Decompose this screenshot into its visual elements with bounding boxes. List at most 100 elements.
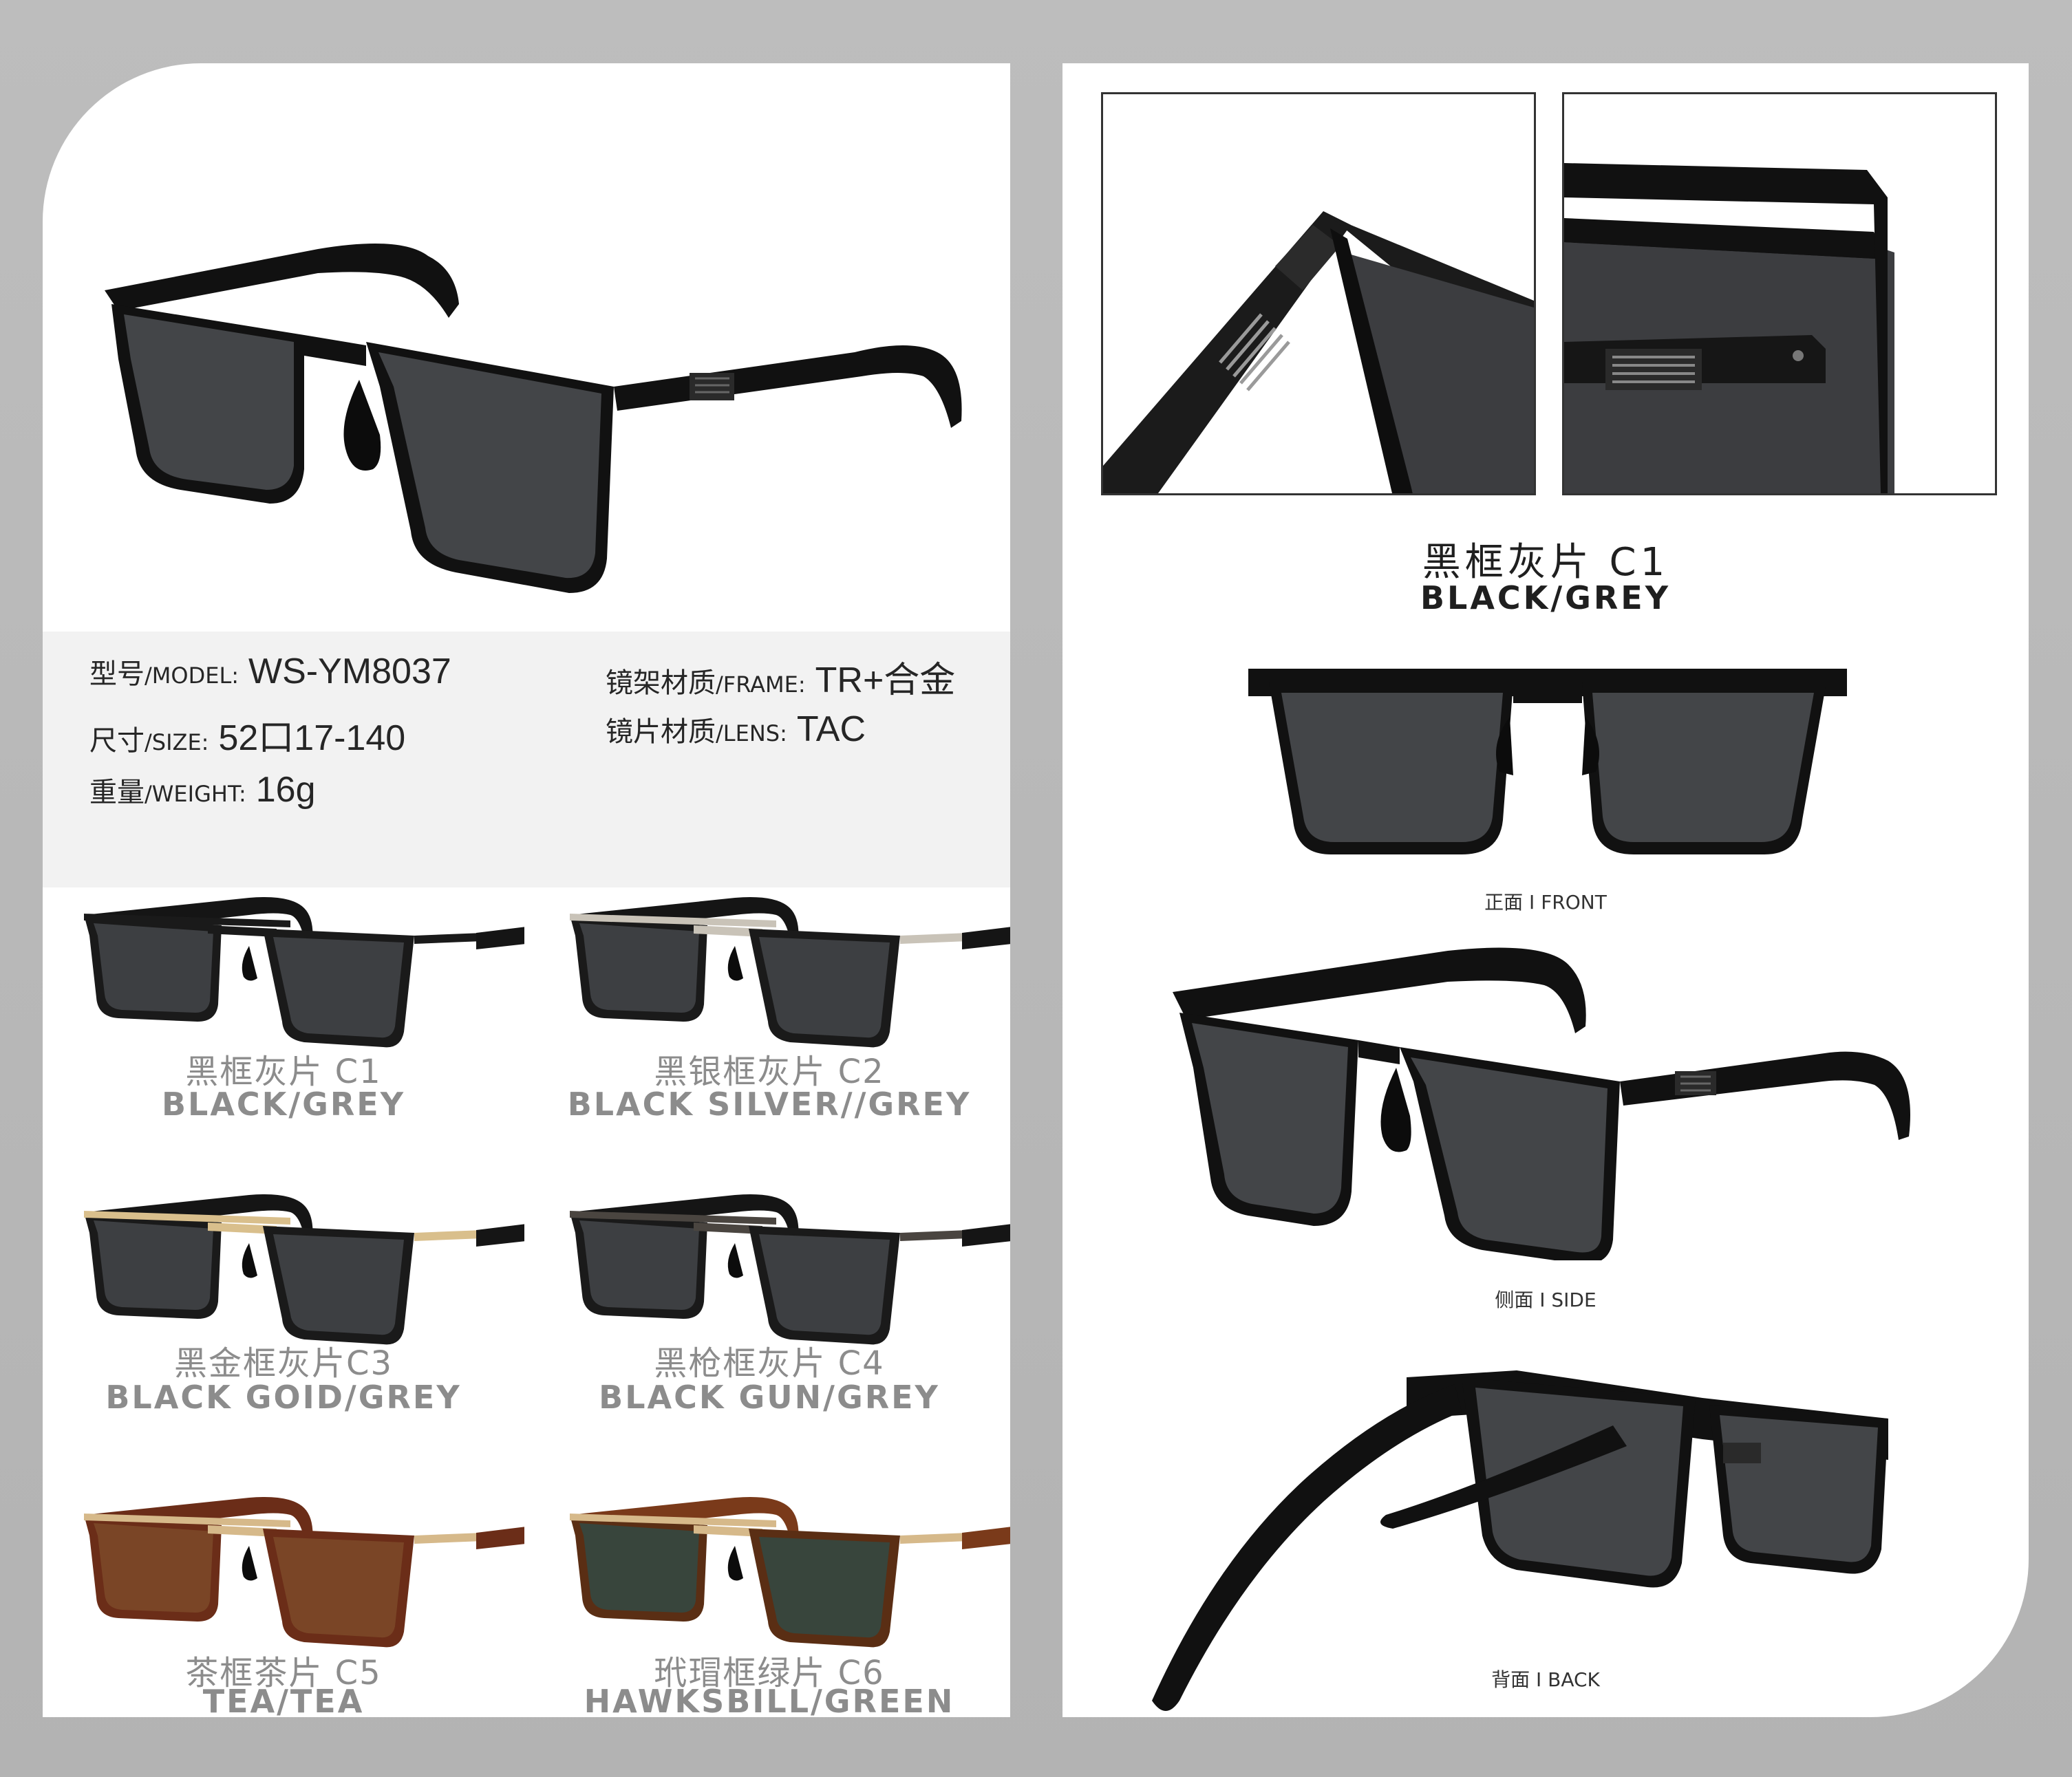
side-view-image — [1173, 947, 1910, 1260]
top-bar — [84, 914, 290, 927]
near-temple — [476, 1527, 524, 1549]
variant-c6[interactable]: 玳瑁框绿片 C6 HAWKSBILL/GREEN — [528, 1487, 1010, 1717]
spec-model: 型号/MODEL: WS-YM8037 — [89, 651, 451, 692]
left-lens — [579, 1220, 699, 1310]
variant-c1[interactable]: 黑框灰片 C1 BLACK/GREY — [43, 887, 524, 1190]
spec-frame: 镜架材质/FRAME: TR+合金 — [606, 651, 955, 702]
hinge-detail-photo — [1103, 211, 1534, 493]
main-variant-title-cn: 黑框灰片 C1 — [1422, 540, 1669, 585]
spec-weight-label: 重量 — [89, 777, 145, 808]
top-bar — [570, 914, 776, 927]
spec-size-value: 52口17-140 — [218, 718, 406, 758]
spec-weight: 重量/WEIGHT: 16g — [89, 769, 316, 810]
variant-c3-image — [84, 1194, 524, 1345]
spec-size-label: 尺寸 — [89, 725, 145, 757]
spec-lens-label: 镜片材质 — [606, 716, 716, 748]
far-temple — [84, 1194, 313, 1242]
right-lens — [759, 937, 890, 1038]
top-bar — [84, 1211, 290, 1225]
front-view-caption: 正面 I FRONT — [1484, 891, 1607, 914]
near-temple — [476, 1224, 524, 1247]
spec-lens-label-en: /LENS: — [716, 720, 787, 746]
variant-c2-name-cn: 黑银框灰片 C2 — [654, 1053, 885, 1091]
hinge-plate — [414, 1533, 483, 1544]
top-bar — [570, 1514, 776, 1527]
variant-c3[interactable]: 黑金框灰片C3 BLACK GOID/GREY — [43, 1185, 524, 1487]
variant-c5-name-en: TEA/TEA — [202, 1683, 365, 1717]
bridge-bar — [694, 1525, 762, 1537]
variant-c5-image — [84, 1497, 524, 1648]
spec-band: 型号/MODEL:WS-YM8037 尺寸/SIZE:52口17-140 重量/… — [43, 632, 1010, 887]
nose-pad — [727, 946, 743, 981]
variant-c3-name-en: BLACK GOID/GREY — [105, 1379, 462, 1416]
bridge-bar — [694, 1223, 762, 1234]
bridge-bar — [208, 1223, 277, 1234]
right-lens — [273, 1537, 404, 1638]
right-lens — [759, 1234, 890, 1335]
right-lens — [759, 1537, 890, 1638]
variant-c2[interactable]: 黑银框灰片 C2 BLACK SILVER//GREY — [528, 887, 1010, 1190]
hinge-plate — [900, 933, 969, 944]
variant-c4-image — [570, 1194, 1010, 1345]
bridge-bar — [208, 1525, 277, 1537]
bridge-bar — [694, 925, 762, 937]
spec-frame-value: TR+合金 — [815, 660, 956, 700]
top-bar — [570, 1211, 776, 1225]
hinge-plate — [900, 1533, 969, 1544]
far-temple — [84, 1497, 313, 1545]
far-temple — [84, 897, 313, 945]
hinge-plate — [900, 1230, 969, 1241]
variant-c3-name-cn: 黑金框灰片C3 — [173, 1344, 394, 1383]
left-lens — [579, 1523, 699, 1613]
bridge-detail-photo — [1564, 163, 1894, 493]
nose-pad — [242, 946, 257, 981]
back-view-image — [1152, 1370, 1888, 1711]
top-bar — [84, 1514, 290, 1527]
back-view-caption: 背面 I BACK — [1491, 1668, 1600, 1691]
spec-lens: 镜片材质/LENS: TAC — [606, 709, 866, 750]
left-panel: 型号/MODEL:WS-YM8037 尺寸/SIZE:52口17-140 重量/… — [43, 63, 1010, 1717]
variant-c2-name-en: BLACK SILVER//GREY — [567, 1086, 972, 1123]
variant-c6-name-en: HAWKSBILL/GREEN — [584, 1683, 955, 1717]
near-temple — [476, 927, 524, 949]
near-temple — [962, 1224, 1010, 1247]
spec-lens-value: TAC — [796, 709, 866, 749]
right-panel: 黑框灰片 C1 BLACK/GREY 正面 I FRONT 侧面 I SIDE — [1062, 63, 2029, 1717]
left-lens — [94, 1523, 213, 1613]
variant-c5-name-cn: 茶框茶片 C5 — [185, 1654, 382, 1692]
spec-frame-label: 镜架材质 — [606, 667, 716, 699]
far-temple — [570, 1497, 799, 1545]
near-temple — [962, 927, 1010, 949]
spec-model-value: WS-YM8037 — [248, 651, 451, 691]
near-temple — [962, 1527, 1010, 1549]
variant-c6-name-cn: 玳瑁框绿片 C6 — [654, 1654, 885, 1692]
variant-c1-name-en: BLACK/GREY — [161, 1086, 406, 1123]
variant-c4[interactable]: 黑枪框灰片 C4 BLACK GUN/GREY — [528, 1185, 1010, 1487]
side-view-caption: 侧面 I SIDE — [1495, 1289, 1596, 1311]
right-lens — [273, 937, 404, 1038]
variant-c5[interactable]: 茶框茶片 C5 TEA/TEA — [43, 1487, 524, 1717]
variant-c2-image — [570, 897, 1010, 1048]
variant-c1-image — [84, 897, 524, 1048]
left-lens — [94, 923, 213, 1013]
main-variant-title-en: BLACK/GREY — [1420, 579, 1672, 616]
variant-c1-name-cn: 黑框灰片 C1 — [185, 1053, 382, 1091]
front-view-image — [1248, 669, 1847, 854]
variant-c4-name-en: BLACK GUN/GREY — [599, 1379, 940, 1416]
nose-pad — [727, 1546, 743, 1581]
far-temple — [570, 1194, 799, 1242]
spec-size: 尺寸/SIZE: 52口17-140 — [89, 709, 405, 760]
bridge-bar — [208, 925, 277, 937]
variant-c4-name-cn: 黑枪框灰片 C4 — [654, 1344, 885, 1383]
spec-size-label-en: /SIZE: — [145, 729, 209, 755]
spec-model-label: 型号 — [89, 658, 145, 690]
hero-product-image — [43, 63, 1010, 634]
spec-model-label-en: /MODEL: — [145, 663, 239, 689]
variant-c6-image — [570, 1497, 1010, 1648]
spec-weight-label-en: /WEIGHT: — [145, 781, 246, 807]
spec-weight-value: 16g — [255, 770, 316, 810]
spec-frame-label-en: /FRAME: — [716, 671, 806, 698]
nose-pad — [242, 1243, 257, 1278]
nose-pad — [242, 1546, 257, 1581]
far-temple — [570, 897, 799, 945]
